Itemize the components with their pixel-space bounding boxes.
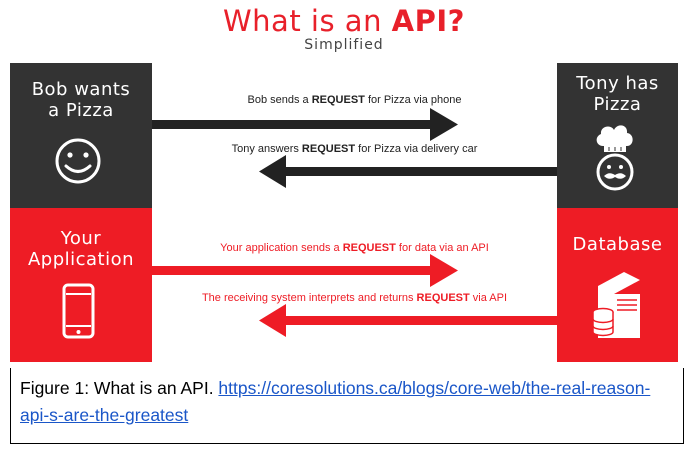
- caption-link[interactable]: https://coresolutions.ca/blogs/core-web/…: [20, 378, 651, 425]
- tony-answer-message: Tony answers REQUEST for Pizza via deliv…: [231, 143, 478, 155]
- figure-caption: Figure 1: What is an API. https://coreso…: [20, 375, 676, 429]
- database-panel-label: Database: [572, 234, 663, 255]
- app-request-message: Your application sends a REQUEST for dat…: [220, 242, 489, 254]
- system-return-message: The receiving system interprets and retu…: [201, 292, 508, 304]
- arrow-app-to-database: [152, 254, 458, 287]
- caption-text: Figure 1: What is an API.: [20, 378, 219, 398]
- smiley-face-icon: [55, 138, 101, 184]
- title-emphasis: API?: [391, 4, 465, 38]
- caption-frame: [10, 368, 684, 444]
- diagram-title: What is an API?: [0, 4, 688, 38]
- arrow-tony-to-bob: [259, 155, 557, 188]
- title-prefix: What is an: [223, 4, 392, 38]
- arrow-database-to-app: [259, 304, 557, 337]
- arrow-bob-to-tony: [152, 108, 458, 141]
- diagram-subtitle: Simplified: [304, 37, 384, 53]
- server-database-icon: [592, 272, 640, 338]
- chef-icon: [596, 125, 634, 191]
- smartphone-icon: [62, 283, 95, 339]
- bob-request-message: Bob sends a REQUEST for Pizza via phone: [247, 94, 462, 106]
